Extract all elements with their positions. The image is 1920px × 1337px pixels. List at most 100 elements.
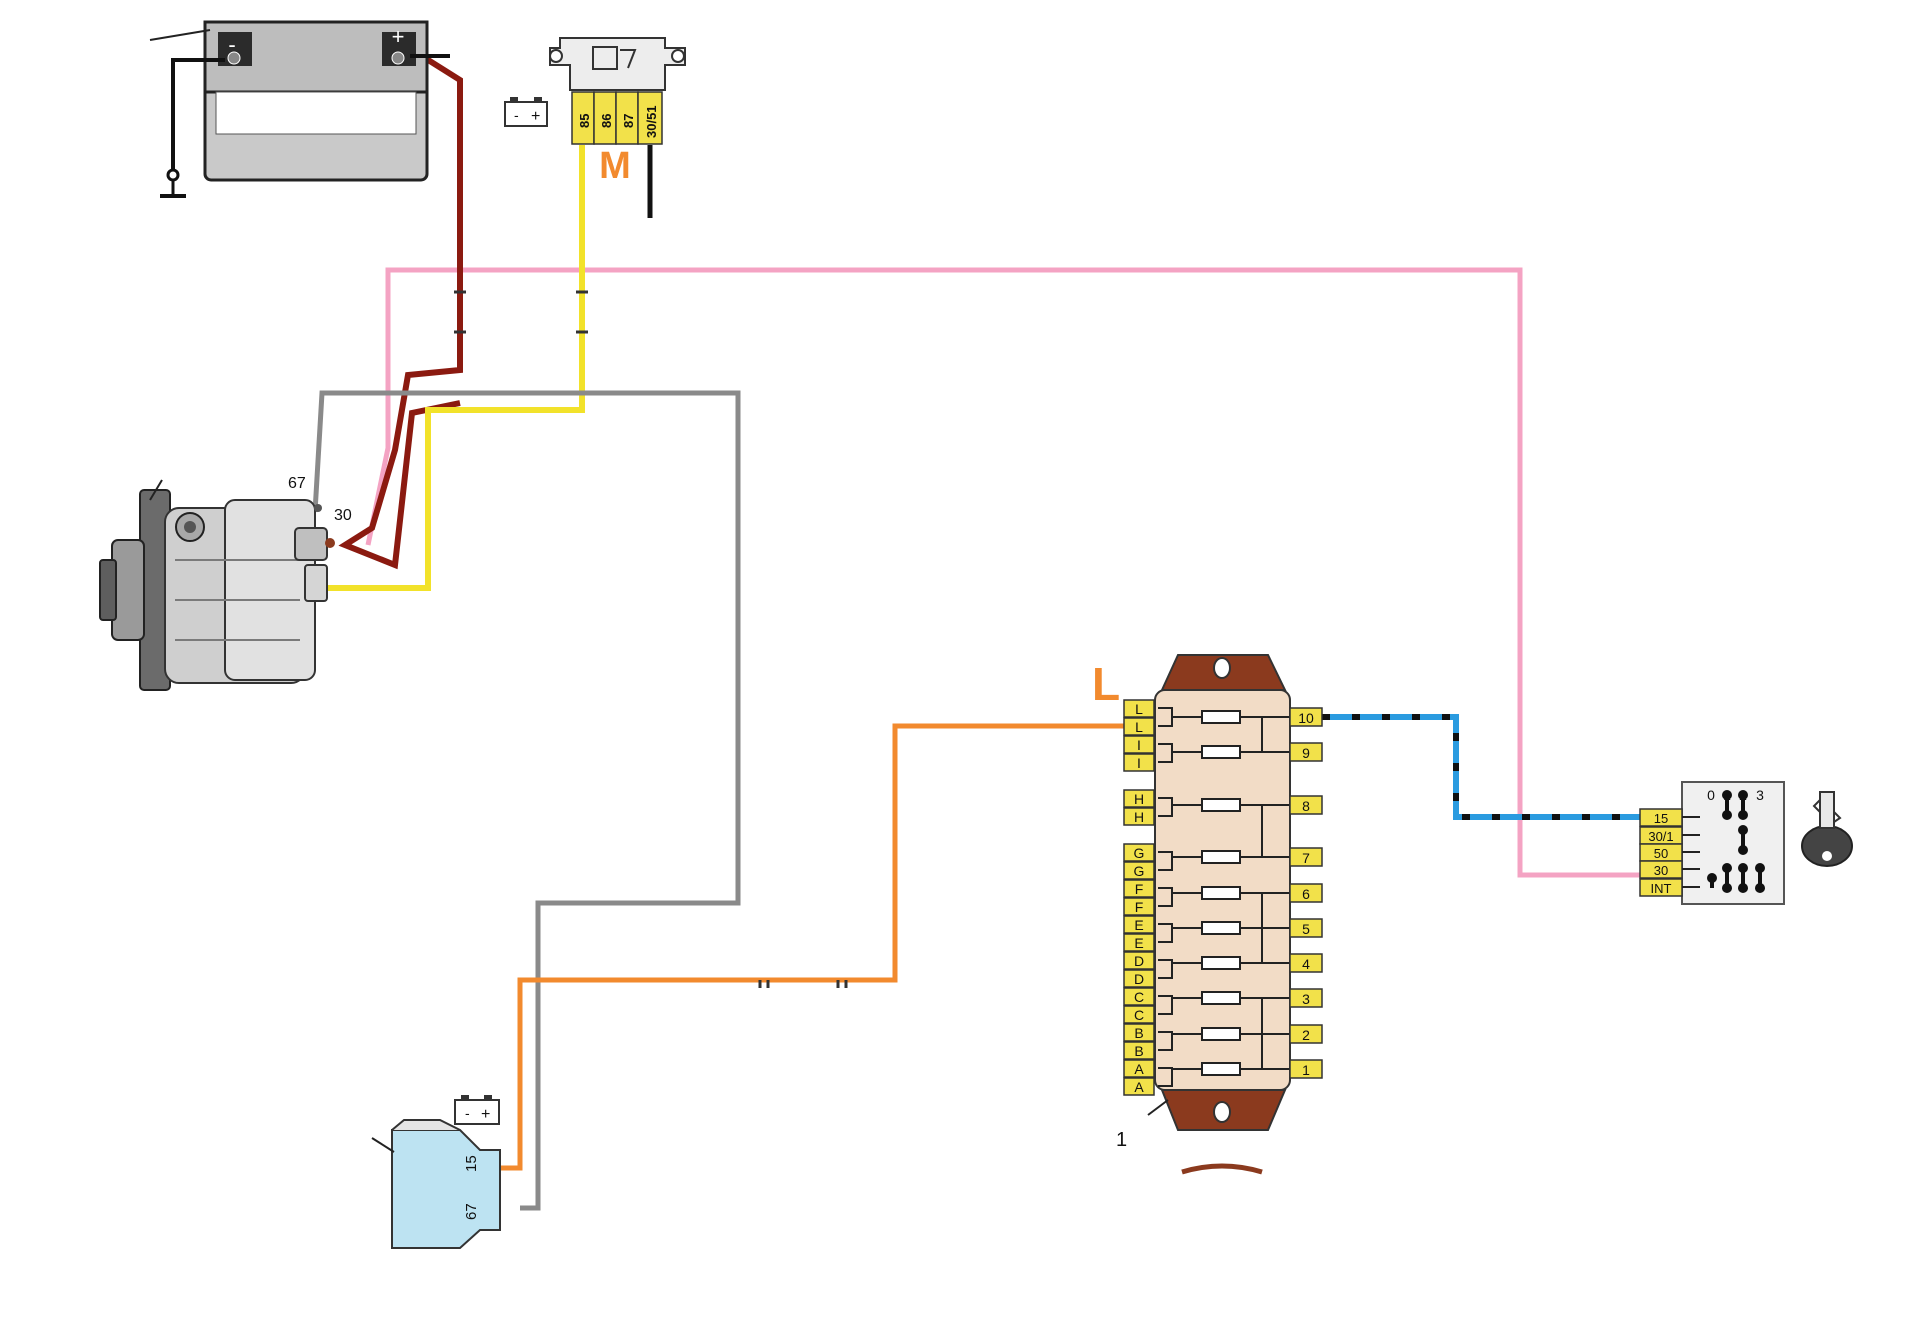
ignition-pin-label: INT — [1651, 881, 1672, 896]
fuse-left-pin: G — [1123, 861, 1155, 880]
blue-wire — [1322, 714, 1640, 820]
fuse-left-pin-label: D — [1134, 971, 1144, 987]
regulator-pin-67: 67 — [463, 1203, 480, 1220]
ignition-pin-label: 50 — [1654, 846, 1668, 861]
ignition-pin: INT — [1639, 878, 1700, 897]
battery-positive-terminal — [391, 51, 405, 65]
alternator-terminal-30-icon — [325, 538, 335, 548]
fuse — [1158, 797, 1290, 817]
orange-wire — [500, 723, 1125, 1171]
relay-mark: M — [599, 145, 631, 187]
alternator-terminal-67-icon — [314, 504, 322, 512]
fuse-right-pin: 2 — [1289, 1024, 1323, 1044]
fuse-right-pin-label: 6 — [1302, 886, 1310, 902]
ignition-position-label: 3 — [1756, 787, 1764, 803]
fuse-left-pin-label: H — [1134, 809, 1144, 825]
fuse-left-pin-label: D — [1134, 953, 1144, 969]
fuse-left-pin-label: G — [1134, 863, 1145, 879]
fuse — [1158, 707, 1290, 727]
regulator-pin-15: 15 — [463, 1155, 480, 1172]
fuse-right-pin: 4 — [1289, 953, 1323, 973]
svg-text:+: + — [481, 1106, 490, 1123]
fuse-right-pin: 8 — [1289, 795, 1323, 815]
ignition-pin: 50 — [1639, 843, 1700, 862]
ignition-contacts — [1707, 790, 1765, 893]
fuse-left-pin-label: E — [1134, 917, 1143, 933]
fuse-left-pin: H — [1123, 789, 1155, 808]
relay-pin-30-51: 30/51 — [644, 105, 659, 138]
fuse-left-pin: C — [1123, 987, 1155, 1006]
fuse — [1158, 921, 1290, 943]
yellow-wire — [320, 145, 585, 591]
battery-cable — [338, 55, 463, 570]
fuse-right-pin-label: 3 — [1302, 991, 1310, 1007]
fuse-left-pin-label: L — [1135, 701, 1143, 717]
fuse-left-pin: B — [1123, 1041, 1155, 1060]
ignition-switch-body — [1681, 781, 1785, 905]
fuse-right-pin-label: 1 — [1302, 1062, 1310, 1078]
voltage-regulator: 15 67 — [371, 1119, 501, 1249]
fuse — [1158, 1062, 1290, 1087]
fuse-right-pin-label: 10 — [1298, 710, 1314, 726]
grey-wire — [312, 390, 741, 1211]
battery-symbol-regulator: - + — [454, 1095, 500, 1125]
battery-plus-label: + — [392, 24, 405, 49]
fuse — [1158, 743, 1290, 763]
fuse-left-pin: L — [1123, 699, 1155, 718]
fuse-left-pin-label: L — [1135, 719, 1143, 735]
fuse-left-pin-label: E — [1134, 935, 1143, 951]
fuse-right-pin-label: 7 — [1302, 850, 1310, 866]
fuse-left-pin: D — [1123, 951, 1155, 970]
fuse-left-pin-label: H — [1134, 791, 1144, 807]
fuse-right-pin: 3 — [1289, 988, 1323, 1008]
fuse-left-pin-label: F — [1135, 899, 1144, 915]
fuse-left-pin: I — [1123, 735, 1155, 754]
fuse-left-pin: E — [1123, 933, 1155, 952]
fuse-left-pin: F — [1123, 897, 1155, 916]
key-icon — [1801, 791, 1853, 867]
wires — [312, 55, 1640, 1211]
fuse — [1158, 956, 1290, 979]
alternator: 67 30 — [99, 475, 352, 691]
fuse — [1158, 1027, 1290, 1051]
fuse-left-pin-label: I — [1137, 737, 1141, 753]
ignition-pin-label: 30 — [1654, 863, 1668, 878]
fuse-left-pin-label: C — [1134, 1007, 1144, 1023]
fuse-right-pin: 6 — [1289, 883, 1323, 903]
fuse-left-pin: G — [1123, 843, 1155, 862]
svg-text:+: + — [531, 108, 540, 125]
ignition-pin: 15 — [1639, 808, 1700, 827]
blue-wire-dash — [1322, 714, 1640, 820]
fuse — [1158, 850, 1290, 871]
fuse-left-pin: L — [1123, 717, 1155, 736]
fuse-left-pin: E — [1123, 915, 1155, 934]
ignition-pin: 30/1 — [1639, 826, 1700, 845]
l-mark: L — [1092, 658, 1120, 710]
fuse-left-pin-label: I — [1137, 755, 1141, 771]
battery-negative-terminal — [227, 51, 241, 65]
ignition-pin-label: 30/1 — [1648, 829, 1673, 844]
fuse-left-pin: A — [1123, 1059, 1155, 1078]
fuse-right-pin-label: 4 — [1302, 956, 1310, 972]
relay-pin-86: 86 — [599, 114, 614, 128]
fuse-right-pin: 1 — [1289, 1059, 1323, 1079]
pink-wire — [365, 267, 1640, 878]
fuse-left-pin-label: G — [1134, 845, 1145, 861]
svg-text:-: - — [465, 1105, 470, 1121]
fuse-left-pin-label: F — [1135, 881, 1144, 897]
relay: 85 86 87 30/51 M — [549, 37, 686, 187]
fuse — [1158, 886, 1290, 907]
ignition-pin: 30 — [1639, 860, 1700, 879]
fuse-left-pin-label: B — [1134, 1043, 1143, 1059]
connector-marks — [454, 290, 848, 988]
fuse-right-pin: 9 — [1289, 742, 1323, 762]
battery: - + — [149, 20, 450, 198]
fuse-left-pin: H — [1123, 807, 1155, 826]
fuse-right-pin-label: 8 — [1302, 798, 1310, 814]
fuse-left-pin: B — [1123, 1023, 1155, 1042]
fuse-right-pin-label: 9 — [1302, 745, 1310, 761]
fuse-left-pin: A — [1123, 1077, 1155, 1096]
